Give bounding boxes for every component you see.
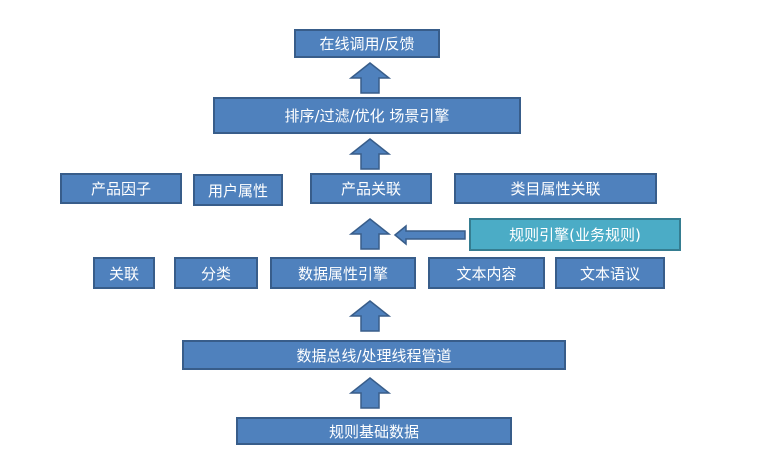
rule-base-data-box: 规则基础数据 [236, 417, 512, 445]
up-arrow-icon [348, 300, 392, 332]
rule-base-data-label: 规则基础数据 [328, 422, 419, 441]
up-arrow-icon [348, 377, 392, 409]
association-label: 关联 [108, 264, 139, 283]
category-attribute-association-box: 类目属性关联 [454, 173, 657, 204]
rule-engine-label: 规则引擎(业务规则) [509, 226, 641, 244]
data-bus-box: 数据总线/处理线程管道 [182, 340, 566, 370]
text-content-box: 文本内容 [428, 257, 545, 289]
data-attribute-engine-box: 数据属性引擎 [270, 257, 416, 289]
text-semantics-box: 文本语议 [555, 257, 665, 289]
classify-box: 分类 [174, 257, 258, 289]
rule-engine-box: 规则引擎(业务规则) [469, 218, 681, 251]
up-arrow-icon [348, 138, 392, 170]
text-content-label: 文本内容 [456, 264, 517, 283]
ranking-engine-box: 排序/过滤/优化 场景引擎 [213, 97, 521, 134]
user-attribute-label: 用户属性 [207, 181, 268, 200]
left-arrow-icon [393, 224, 466, 246]
ranking-engine-label: 排序/过滤/优化 场景引擎 [284, 107, 450, 125]
product-association-box: 产品关联 [310, 173, 432, 204]
up-arrow-icon [348, 218, 392, 250]
category-attribute-association-label: 类目属性关联 [510, 180, 601, 198]
data-bus-label: 数据总线/处理线程管道 [296, 346, 452, 365]
online-call-feedback-box: 在线调用/反馈 [294, 29, 440, 58]
classify-label: 分类 [200, 264, 231, 283]
online-call-feedback-label: 在线调用/反馈 [319, 35, 415, 53]
data-attribute-engine-label: 数据属性引擎 [297, 264, 388, 283]
text-semantics-label: 文本语议 [579, 264, 640, 283]
association-box: 关联 [93, 257, 155, 289]
up-arrow-icon [348, 62, 392, 94]
product-factor-label: 产品因子 [90, 180, 151, 198]
user-attribute-box: 用户属性 [193, 174, 283, 206]
product-association-label: 产品关联 [340, 180, 401, 198]
product-factor-box: 产品因子 [60, 173, 182, 204]
